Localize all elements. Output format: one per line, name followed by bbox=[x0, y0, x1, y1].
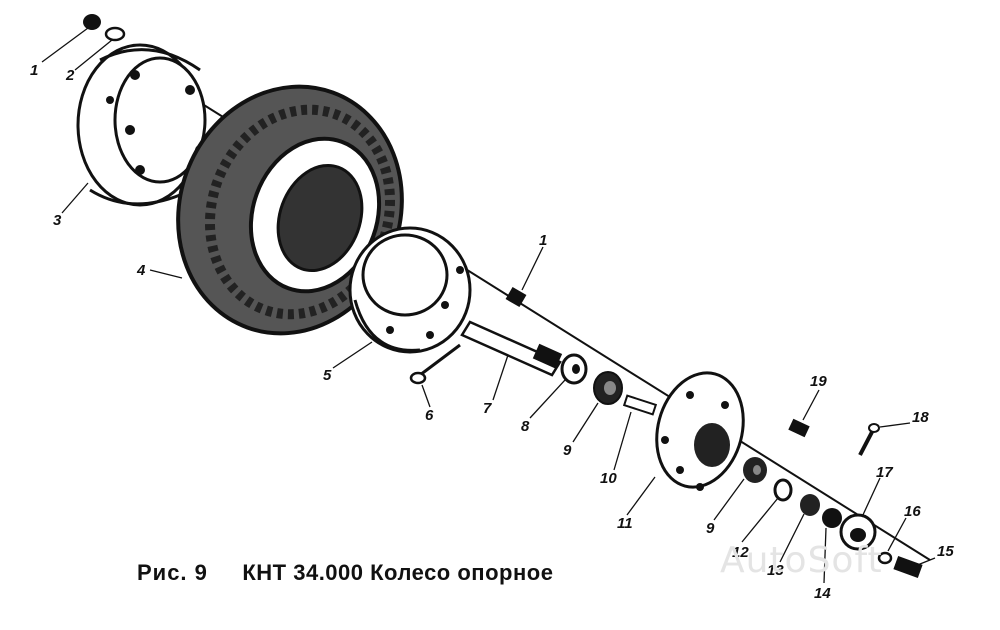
callout-8: 8 bbox=[521, 418, 530, 435]
callout-12: 12 bbox=[732, 544, 749, 561]
callout-1-top: 1 bbox=[30, 62, 38, 79]
washer-8 bbox=[560, 353, 588, 385]
nut-1-top bbox=[83, 14, 101, 30]
callout-1-lower: 1 bbox=[539, 232, 547, 249]
callout-9-lower: 9 bbox=[706, 520, 715, 537]
callout-7: 7 bbox=[483, 400, 492, 417]
callout-10: 10 bbox=[600, 470, 617, 487]
callout-13: 13 bbox=[767, 562, 784, 579]
washer-2 bbox=[104, 26, 126, 42]
screw-18 bbox=[858, 423, 880, 456]
hub-11 bbox=[655, 371, 745, 491]
callout-9-upper: 9 bbox=[563, 442, 572, 459]
nut-1-lower bbox=[505, 286, 527, 308]
leader-lines bbox=[41, 27, 936, 584]
watermark: AutoSoft bbox=[720, 540, 883, 581]
callout-18: 18 bbox=[912, 409, 929, 426]
ring-12 bbox=[773, 478, 793, 502]
callout-19: 19 bbox=[810, 373, 827, 390]
callout-5: 5 bbox=[323, 367, 332, 384]
washer-16 bbox=[877, 551, 893, 565]
bolt-10 bbox=[622, 394, 658, 416]
caption-figure-number: Рис. 9 bbox=[137, 560, 208, 585]
bolt-15 bbox=[893, 555, 923, 579]
valve-6 bbox=[409, 343, 461, 385]
nipple-19 bbox=[788, 418, 810, 438]
caption-title: КНТ 34.000 Колесо опорное bbox=[242, 560, 554, 585]
callout-11: 11 bbox=[617, 515, 633, 532]
callout-15: 15 bbox=[937, 543, 954, 560]
callout-4: 4 bbox=[136, 262, 146, 279]
nut-14 bbox=[822, 508, 842, 528]
seal-13 bbox=[800, 494, 820, 516]
axle-7 bbox=[460, 320, 563, 377]
callout-17: 17 bbox=[876, 464, 893, 481]
callout-2: 2 bbox=[65, 67, 75, 84]
callout-16: 16 bbox=[904, 503, 921, 520]
callout-14: 14 bbox=[814, 585, 831, 602]
figure-caption: Рис. 9 КНТ 34.000 Колесо опорное bbox=[137, 560, 553, 586]
bearing-9-upper bbox=[593, 371, 623, 405]
callout-6: 6 bbox=[425, 407, 434, 424]
cap-17 bbox=[839, 513, 877, 551]
rim-half-5 bbox=[348, 226, 472, 354]
bearing-9-lower bbox=[743, 457, 767, 483]
tyre-4 bbox=[176, 84, 404, 336]
callout-3: 3 bbox=[53, 212, 62, 229]
